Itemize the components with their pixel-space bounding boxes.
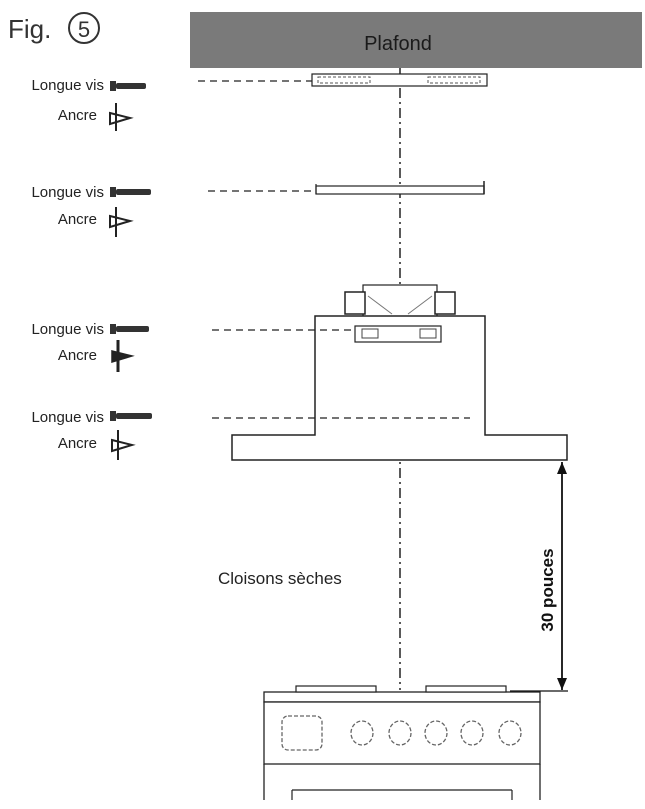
clearance-dimension: 30 pouces bbox=[510, 462, 568, 692]
long-screw-icon bbox=[110, 187, 151, 197]
figure-heading: Fig. 5 bbox=[8, 12, 100, 44]
screw-label: Longue vis bbox=[31, 409, 104, 426]
long-screw-icon bbox=[110, 81, 146, 91]
range-cooktop bbox=[263, 685, 541, 800]
anchor-label: Ancre bbox=[58, 435, 97, 452]
cooktop-grate-right bbox=[425, 685, 507, 693]
range-hood bbox=[231, 284, 568, 461]
knob-icon bbox=[388, 720, 412, 746]
ceiling: Plafond bbox=[190, 12, 642, 68]
fastener-row-2: Longue vis Ancre bbox=[31, 184, 151, 237]
control-knobs bbox=[281, 715, 522, 751]
knob-icon bbox=[424, 720, 448, 746]
hood-bracket bbox=[354, 325, 442, 343]
leader-lines bbox=[198, 80, 470, 419]
fastener-row-3: Longue vis Ancre bbox=[31, 321, 149, 372]
ceiling-label: Plafond bbox=[364, 33, 432, 55]
hood-body bbox=[231, 315, 568, 461]
duct-bracket bbox=[315, 181, 485, 195]
wall-anchor-icon bbox=[109, 207, 134, 237]
cooktop-grate-left bbox=[295, 685, 377, 693]
figure-prefix: Fig. bbox=[8, 14, 51, 44]
display-panel bbox=[281, 715, 323, 751]
fastener-row-1: Longue vis Ancre bbox=[31, 77, 146, 131]
figure-number-circle bbox=[68, 12, 100, 44]
knob-icon bbox=[460, 720, 484, 746]
wall-anchor-icon bbox=[109, 103, 134, 131]
knob-icon bbox=[350, 720, 374, 746]
control-panel bbox=[263, 701, 541, 765]
clearance-label: 30 pouces bbox=[538, 548, 557, 631]
knob-icon bbox=[498, 720, 522, 746]
ceiling-slab bbox=[190, 12, 642, 68]
anchor-label: Ancre bbox=[58, 347, 97, 364]
wall-anchor-icon bbox=[111, 340, 135, 372]
long-screw-icon bbox=[110, 324, 149, 334]
anchor-label: Ancre bbox=[58, 107, 97, 124]
anchor-label: Ancre bbox=[58, 211, 97, 228]
fastener-row-4: Longue vis Ancre bbox=[31, 409, 152, 460]
screw-label: Longue vis bbox=[31, 184, 104, 201]
long-screw-icon bbox=[110, 411, 152, 421]
wall-anchor-icon bbox=[111, 430, 136, 460]
screw-label: Longue vis bbox=[31, 77, 104, 94]
screw-label: Longue vis bbox=[31, 321, 104, 338]
figure-number: 5 bbox=[78, 17, 90, 42]
drywall-label: Cloisons sèches bbox=[218, 569, 342, 588]
ceiling-bracket bbox=[311, 73, 488, 87]
